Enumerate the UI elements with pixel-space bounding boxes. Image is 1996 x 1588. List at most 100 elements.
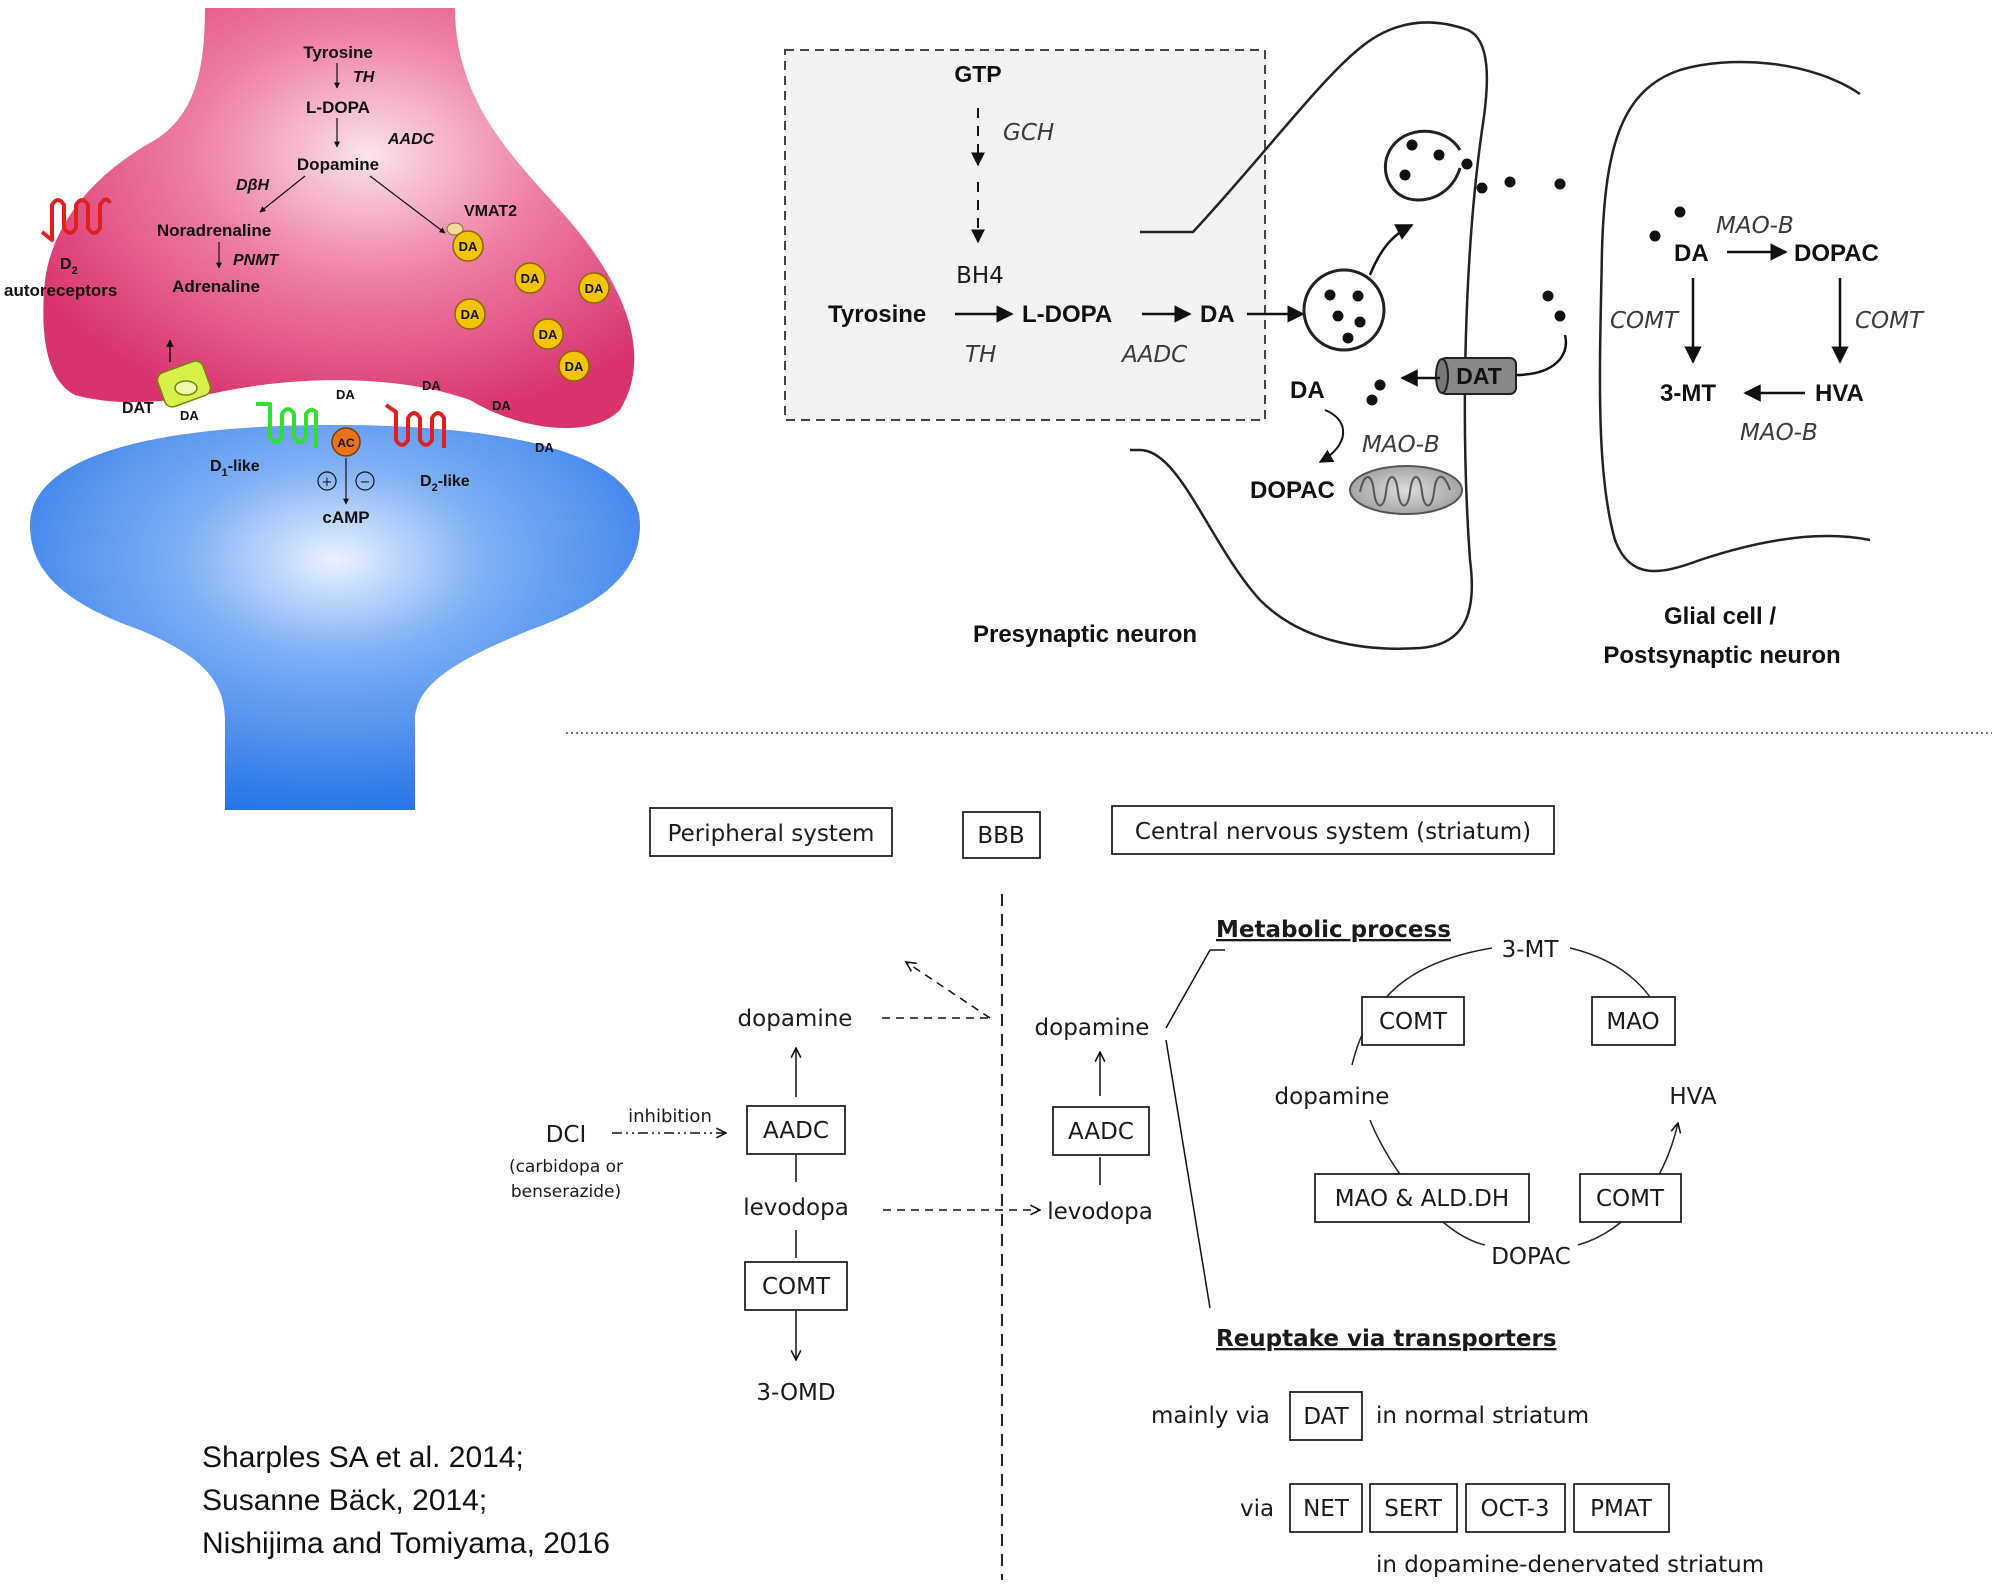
da-in-label: DA xyxy=(1290,377,1325,404)
cycle-comt-right: COMT xyxy=(1596,1186,1665,1212)
glial-maob-bottom: MAO-B xyxy=(1740,420,1818,446)
glial-cell-outline xyxy=(1598,60,1871,573)
syn-aadc: AADC xyxy=(387,131,435,148)
dat-transporter xyxy=(156,339,212,408)
svg-text:DA: DA xyxy=(459,239,478,254)
reference-2: Susanne Bäck, 2014; xyxy=(202,1484,487,1517)
inhibition-label: inhibition xyxy=(628,1106,712,1127)
d1-receptor xyxy=(256,402,318,448)
comt-peripheral: COMT xyxy=(762,1274,831,1300)
syn-vmat2: VMAT2 xyxy=(464,203,517,220)
presynaptic-terminal xyxy=(43,8,635,429)
glial-maob-top: MAO-B xyxy=(1716,213,1794,239)
normal-striatum: in normal striatum xyxy=(1376,1403,1589,1429)
th-label-2: TH xyxy=(965,342,996,368)
dopac-pre-label: DOPAC xyxy=(1250,477,1335,504)
syn-tyrosine: Tyrosine xyxy=(303,43,373,62)
syn-ldopa-2: L-DOPA xyxy=(1022,301,1112,328)
cycle-hva: HVA xyxy=(1669,1084,1717,1110)
presynaptic-label: Presynaptic neuron xyxy=(973,621,1197,648)
transporter-pmat: PMAT xyxy=(1590,1496,1653,1522)
syn-dbh: DβH xyxy=(236,177,269,194)
levodopa-peripheral: levodopa xyxy=(743,1195,849,1221)
dci-note-1: (carbidopa or xyxy=(509,1157,623,1177)
syn-dopamine: Dopamine xyxy=(297,155,379,174)
camp-label: cAMP xyxy=(322,508,369,527)
transporter-sert: SERT xyxy=(1384,1496,1442,1522)
metabolism-panel: GTP GCH BH4 Tyrosine L-DOPA DA TH AADC xyxy=(784,21,1925,669)
cns-label: Central nervous system (striatum) xyxy=(1135,819,1531,845)
dci-note-2: benserazide) xyxy=(511,1182,621,1202)
syn-th: TH xyxy=(353,69,375,86)
syn-da-2: DA xyxy=(1200,301,1235,328)
metabolic-process-heading: Metabolic process xyxy=(1216,917,1451,943)
reuptake-dat: DAT xyxy=(1303,1404,1349,1430)
d2-auto-label: D2 xyxy=(60,256,78,277)
synapse-panel: Tyrosine TH L-DOPA AADC Dopamine DβH Nor… xyxy=(4,8,640,810)
d2-autoreceptor xyxy=(40,197,112,242)
d2-auto-line2: autoreceptors xyxy=(4,281,117,300)
syn-adrenaline: Adrenaline xyxy=(172,277,260,296)
maob-pre-label: MAO-B xyxy=(1362,432,1440,458)
storage-vesicle xyxy=(1302,268,1386,352)
svg-text:DA: DA xyxy=(461,307,480,322)
via-label: via xyxy=(1240,1496,1274,1522)
reference-1: Sharples SA et al. 2014; xyxy=(202,1441,524,1474)
glial-3mt: 3-MT xyxy=(1660,380,1716,407)
glial-label-2: Postsynaptic neuron xyxy=(1603,642,1840,669)
denervated-striatum: in dopamine-denervated striatum xyxy=(1376,1552,1764,1578)
cleft-da: DA xyxy=(535,440,554,455)
glial-comt-right: COMT xyxy=(1855,308,1925,334)
svg-text:DA: DA xyxy=(585,281,604,296)
dat-label: DAT xyxy=(122,400,154,417)
syn-pnmt: PNMT xyxy=(233,252,280,269)
ac-enzyme xyxy=(331,427,361,457)
cycle-dopac: DOPAC xyxy=(1491,1244,1571,1270)
mainly-via: mainly via xyxy=(1151,1403,1270,1429)
glial-hva: HVA xyxy=(1815,380,1864,407)
glial-dopac: DOPAC xyxy=(1794,240,1879,267)
aadc-central: AADC xyxy=(1068,1119,1134,1145)
glial-da: DA xyxy=(1674,240,1709,267)
synthesis-box xyxy=(784,49,1266,421)
cycle-mao-aldh: MAO & ALD.DH xyxy=(1335,1186,1509,1212)
d1-label: D1-like xyxy=(210,458,260,479)
reuptake-heading: Reuptake via transporters xyxy=(1216,1326,1557,1352)
vesicles: DA DA DA DA DA DA xyxy=(452,230,610,382)
d2-receptor xyxy=(384,403,446,448)
ac-label: AC xyxy=(337,436,355,450)
mitochondrion xyxy=(1349,465,1463,515)
syn-ldopa: L-DOPA xyxy=(306,98,370,117)
minus-sign: − xyxy=(360,475,371,490)
plus-sign: + xyxy=(322,475,333,490)
transporter-net: NET xyxy=(1303,1496,1350,1522)
peripheral-label: Peripheral system xyxy=(668,821,875,847)
svg-text:DA: DA xyxy=(539,327,558,342)
references: Sharples SA et al. 2014; Susanne Bäck, 2… xyxy=(202,1441,610,1560)
syn-tyrosine-2: Tyrosine xyxy=(828,301,926,328)
aadc-peripheral: AADC xyxy=(763,1118,829,1144)
levodopa-central: levodopa xyxy=(1047,1199,1153,1225)
cleft-da: DA xyxy=(336,387,355,402)
postsynaptic-terminal xyxy=(30,425,640,810)
cleft-da: DA xyxy=(422,378,441,393)
syn-noradrenaline: Noradrenaline xyxy=(157,221,271,240)
svg-text:DA: DA xyxy=(565,359,584,374)
bh4-label: BH4 xyxy=(956,263,1004,289)
cycle-mao: MAO xyxy=(1606,1009,1659,1035)
dat-da-label: DA xyxy=(180,408,199,423)
pharmacology-panel: Peripheral system BBB Central nervous sy… xyxy=(509,805,1764,1580)
bbb-label: BBB xyxy=(977,823,1024,849)
svg-text:DA: DA xyxy=(521,271,540,286)
reference-3: Nishijima and Tomiyama, 2016 xyxy=(202,1527,610,1560)
transporter-oct3: OCT-3 xyxy=(1480,1496,1549,1522)
exocytosis-vesicle xyxy=(1383,129,1462,202)
metabolic-cycle: 3-MT COMT MAO dopamine HVA MAO & ALD.DH … xyxy=(1275,937,1717,1270)
gtp-label: GTP xyxy=(954,61,1001,87)
cycle-3mt: 3-MT xyxy=(1502,937,1560,963)
dci-label: DCI xyxy=(546,1122,587,1148)
dat-label-2: DAT xyxy=(1456,363,1502,389)
dopamine-central: dopamine xyxy=(1035,1015,1150,1041)
cycle-comt-left: COMT xyxy=(1379,1009,1448,1035)
